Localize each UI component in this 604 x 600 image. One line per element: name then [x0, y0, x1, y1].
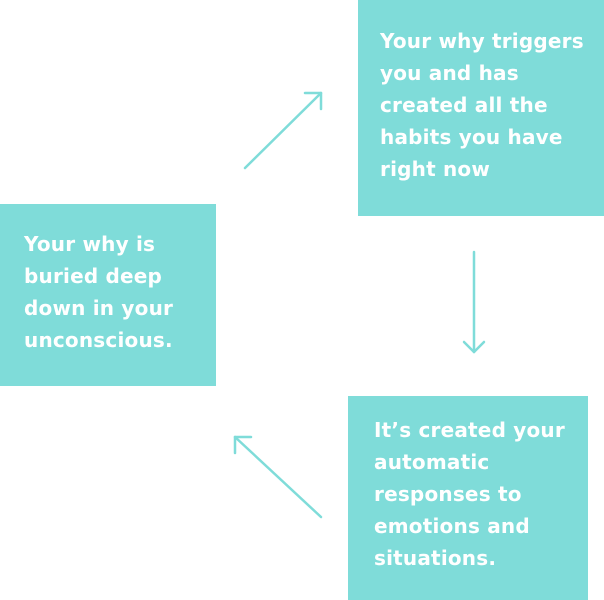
arrow-left-to-top — [243, 91, 323, 170]
box-top-triggers: Your why triggers you and has created al… — [358, 0, 604, 216]
box-bottom-automatic-responses: It’s created your automatic responses to… — [348, 396, 588, 600]
box-left-unconscious: Your why is buried deep down in your unc… — [0, 204, 216, 386]
box-left-text: Your why is buried deep down in your unc… — [24, 232, 174, 352]
box-bottom-text: It’s created your automatic responses to… — [374, 418, 565, 570]
box-top-text: Your why triggers you and has created al… — [380, 29, 584, 181]
arrow-top-to-bottom — [462, 250, 486, 354]
arrow-bottom-to-left — [233, 435, 323, 519]
